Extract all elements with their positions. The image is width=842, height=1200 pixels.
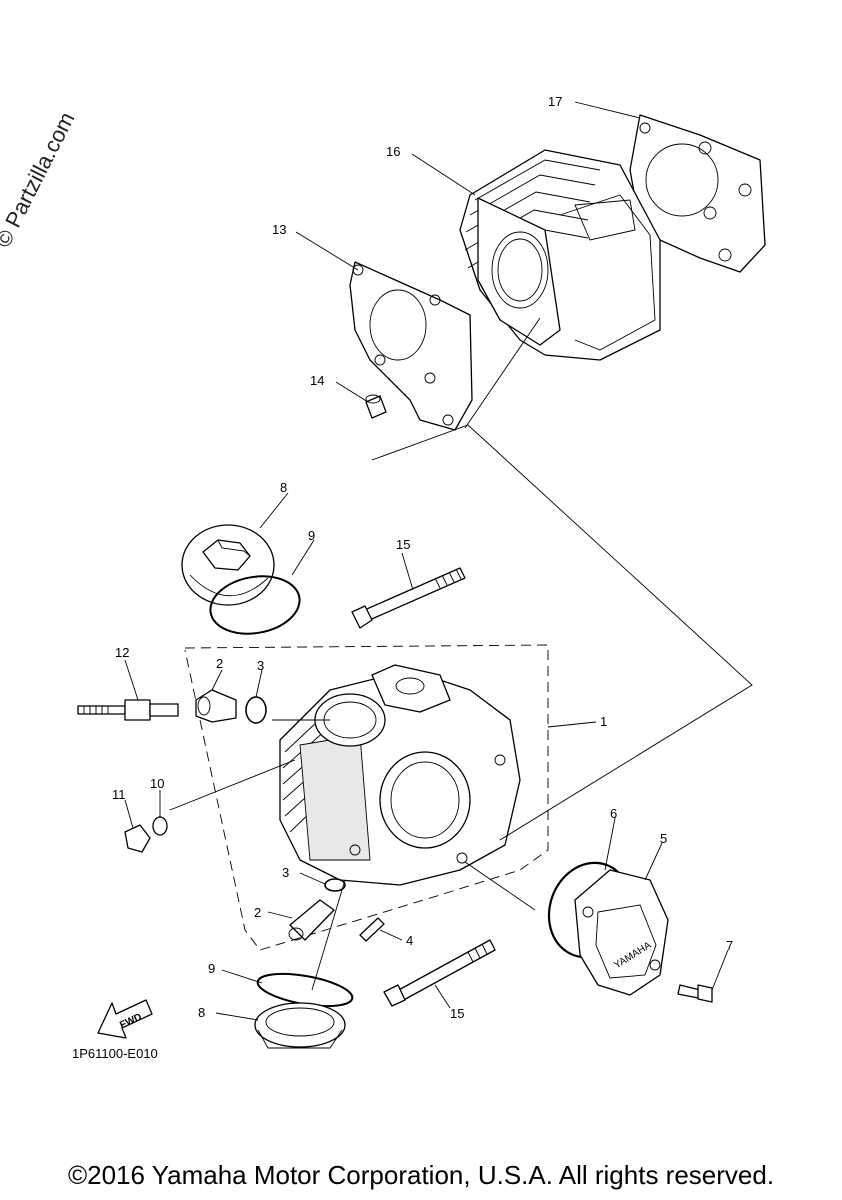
bolt-7[interactable] bbox=[677, 984, 713, 1003]
callout-15-lower: 15 bbox=[450, 1006, 464, 1021]
spark-plug[interactable] bbox=[77, 699, 179, 721]
head-assembly-outline bbox=[184, 644, 549, 951]
valve-adjuster-upper[interactable] bbox=[195, 689, 237, 723]
o-ring-3-upper[interactable] bbox=[245, 696, 267, 724]
callout-4: 4 bbox=[406, 933, 413, 948]
stud-bolt-lower[interactable] bbox=[383, 939, 496, 1007]
dowel-pin[interactable] bbox=[365, 394, 387, 419]
o-ring-3-lower[interactable] bbox=[324, 878, 346, 892]
callout-9-lower: 9 bbox=[208, 961, 215, 976]
callout-12: 12 bbox=[115, 645, 129, 660]
bolt-11[interactable] bbox=[124, 824, 151, 853]
callout-8-upper: 8 bbox=[280, 480, 287, 495]
callout-2-upper: 2 bbox=[216, 656, 223, 671]
tappet-cover-upper[interactable] bbox=[181, 524, 275, 606]
callout-3-upper: 3 bbox=[257, 658, 264, 673]
callout-9-upper: 9 bbox=[308, 528, 315, 543]
callout-5: 5 bbox=[660, 831, 667, 846]
callout-7: 7 bbox=[726, 938, 733, 953]
callout-11: 11 bbox=[112, 787, 126, 802]
reference-line bbox=[371, 424, 753, 841]
cylinder-head[interactable] bbox=[279, 664, 521, 886]
tappet-cover-lower[interactable] bbox=[254, 1002, 346, 1049]
cylinder[interactable] bbox=[459, 149, 661, 361]
callout-numbers: 17 16 13 14 8 9 15 1 12 2 3 10 11 3 2 4 … bbox=[112, 94, 733, 1021]
side-cover[interactable] bbox=[574, 869, 669, 996]
callout-16: 16 bbox=[386, 144, 400, 159]
o-ring-upper[interactable] bbox=[206, 570, 304, 641]
callout-8-lower: 8 bbox=[198, 1005, 205, 1020]
diagram-code: 1P61100-E010 bbox=[72, 1046, 158, 1061]
cylinder-head-gasket[interactable] bbox=[349, 261, 473, 431]
leader-lines bbox=[124, 101, 729, 1021]
copyright-notice: ©2016 Yamaha Motor Corporation, U.S.A. A… bbox=[67, 1160, 775, 1190]
callout-2-lower: 2 bbox=[254, 905, 261, 920]
callout-3-lower: 3 bbox=[282, 865, 289, 880]
stud-bolt-upper[interactable] bbox=[351, 567, 466, 629]
callout-13: 13 bbox=[272, 222, 286, 237]
callout-10: 10 bbox=[150, 776, 164, 791]
fwd-arrow bbox=[97, 999, 153, 1039]
callout-1: 1 bbox=[600, 714, 607, 729]
callout-17: 17 bbox=[548, 94, 562, 109]
callout-14: 14 bbox=[310, 373, 324, 388]
bolt-4[interactable] bbox=[359, 917, 385, 942]
valve-adjuster-lower[interactable] bbox=[288, 899, 335, 941]
washer-10[interactable] bbox=[152, 816, 168, 836]
callout-6: 6 bbox=[610, 806, 617, 821]
callout-15-upper: 15 bbox=[396, 537, 410, 552]
